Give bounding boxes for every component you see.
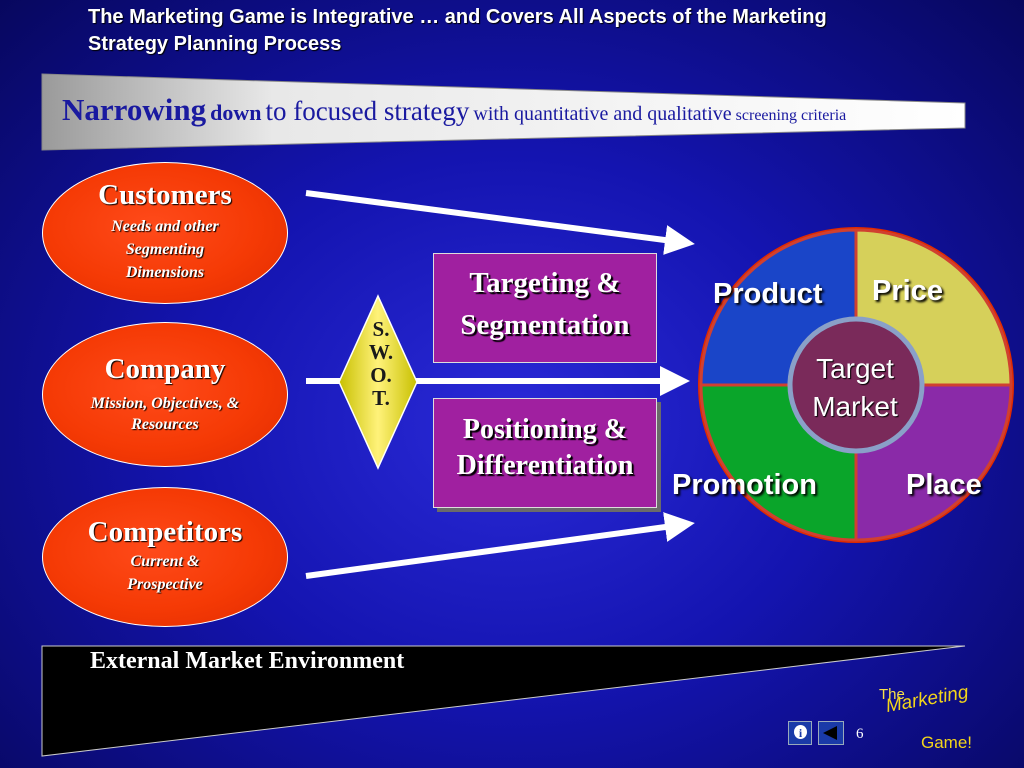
mix-label-place: Place xyxy=(906,469,982,501)
oval-competitors-title: Competitors xyxy=(87,516,243,548)
swot-t: T. xyxy=(372,386,390,410)
swot-w: W. xyxy=(368,340,394,364)
oval-customers: Customers Needs and other Segmenting Dim… xyxy=(42,162,288,304)
swot-label: S. W. O. T. xyxy=(356,318,406,410)
mix-label-promotion: Promotion xyxy=(672,469,817,501)
oval-competitors: Competitors Current & Prospective xyxy=(42,487,288,627)
swot-s: S. xyxy=(372,317,390,341)
info-button[interactable]: i xyxy=(788,721,812,745)
oval-customers-subtitle: Needs and other Segmenting Dimensions xyxy=(111,218,219,281)
mix-label-product: Product xyxy=(713,278,823,310)
logo-the: The xyxy=(879,686,905,703)
arrow-customers xyxy=(305,190,695,255)
banner-text: Narrowing down to focused strategy with … xyxy=(62,92,967,128)
mix-label-price: Price xyxy=(872,275,943,307)
oval-company-subtitle: Mission, Objectives, & Resources xyxy=(90,395,240,433)
arrow-competitors xyxy=(305,512,695,579)
banner-phrase-screening: screening criteria xyxy=(735,107,847,124)
environment-wedge xyxy=(41,645,966,757)
banner-phrase-focused: to focused strategy xyxy=(265,96,470,126)
target-market-label: Target Market xyxy=(812,353,898,422)
logo-game: Game! xyxy=(921,733,973,752)
box-targeting: Targeting & Segmentation xyxy=(433,253,657,363)
slide-title: The Marketing Game is Integrative … and … xyxy=(88,6,827,55)
external-environment-label: External Market Environment xyxy=(90,648,405,674)
banner-word-narrowing: Narrowing xyxy=(62,92,207,127)
page-number: 6 xyxy=(856,726,864,742)
oval-customers-title: Customers xyxy=(98,179,232,211)
back-button[interactable] xyxy=(818,721,844,745)
oval-company-title: Company xyxy=(104,353,226,385)
info-icon: i xyxy=(794,725,807,740)
banner-shape xyxy=(41,73,966,151)
box-positioning: Positioning & Differentiation xyxy=(433,398,657,508)
oval-competitors-subtitle: Current & Prospective xyxy=(127,553,203,593)
swot-diamond xyxy=(338,294,418,470)
swot-o: O. xyxy=(370,363,392,387)
back-arrow-icon xyxy=(823,726,837,740)
banner-word-down: down xyxy=(210,100,262,125)
banner-phrase-criteria: with quantitative and qualitative xyxy=(473,103,732,125)
target-market-circle xyxy=(787,316,925,454)
oval-company: Company Mission, Objectives, & Resources xyxy=(42,322,288,467)
